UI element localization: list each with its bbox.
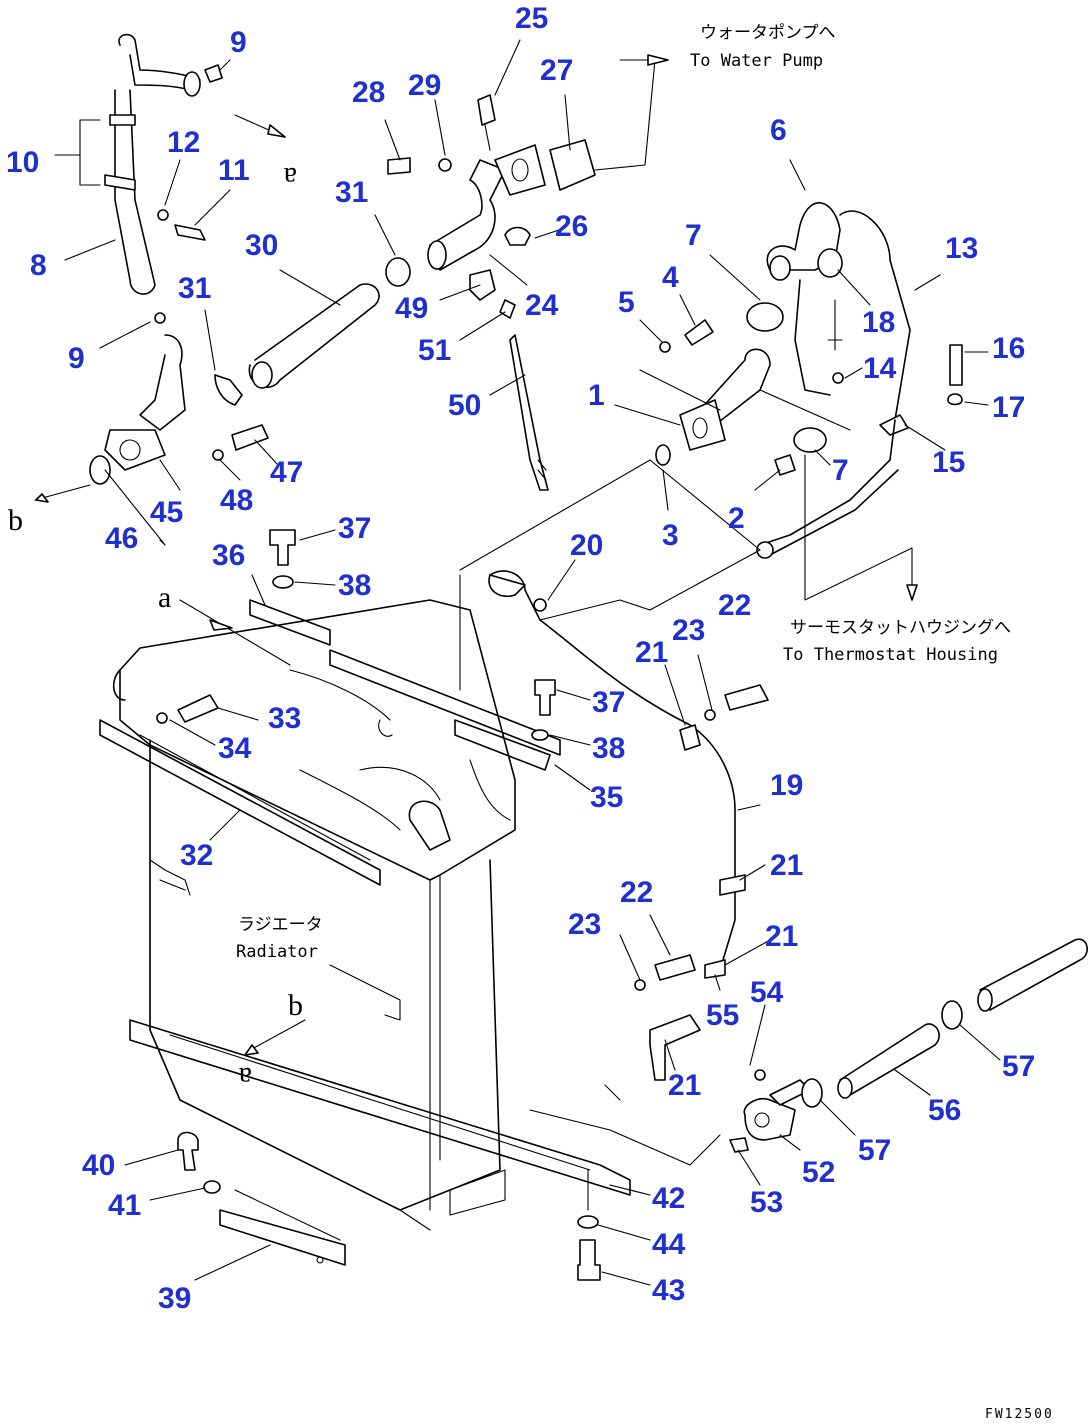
callout-38a: 38 — [338, 569, 371, 602]
callouts: 1 2 3 4 5 6 7 7 8 9 9 10 11 12 13 14 15 … — [6, 2, 1035, 1315]
callout-48: 48 — [220, 484, 253, 517]
callout-54: 54 — [750, 976, 784, 1009]
callout-38b: 38 — [592, 732, 625, 765]
brackets-35-36 — [249, 574, 561, 771]
callout-4: 4 — [662, 261, 679, 294]
callout-9a: 9 — [230, 26, 247, 59]
callout-19: 19 — [770, 769, 803, 802]
callout-9b: 9 — [68, 342, 85, 375]
callout-40: 40 — [82, 1149, 115, 1182]
callout-57a: 57 — [858, 1134, 891, 1167]
callout-33: 33 — [268, 702, 301, 735]
note-thermostat-jp: サーモスタットハウジングへ — [790, 618, 1011, 638]
leader-lines — [34, 39, 1001, 1286]
callout-20: 20 — [570, 529, 603, 562]
callout-51: 51 — [418, 334, 451, 367]
callout-21b: 21 — [770, 849, 803, 882]
callout-29: 29 — [408, 69, 441, 102]
callout-10: 10 — [6, 146, 39, 179]
callout-28: 28 — [352, 76, 385, 109]
note-thermostat-en: To Thermostat Housing — [783, 645, 998, 665]
lower-rail-42 — [129, 1019, 631, 1196]
top-center-assembly — [248, 94, 596, 491]
callout-16: 16 — [992, 332, 1025, 365]
callout-24: 24 — [525, 289, 559, 322]
callout-39: 39 — [158, 1282, 191, 1315]
callout-32: 32 — [180, 839, 213, 872]
callout-37b: 37 — [592, 686, 625, 719]
callout-36: 36 — [212, 539, 245, 572]
callout-3: 3 — [662, 519, 679, 552]
lower-right-assembly — [177, 938, 1088, 1281]
callout-50: 50 — [448, 389, 481, 422]
callout-23b: 23 — [568, 908, 601, 941]
callout-41: 41 — [108, 1189, 141, 1222]
note-water-pump-jp: ウォータポンプへ — [700, 23, 836, 43]
letter-b-mid: b — [288, 989, 303, 1022]
notes: ウォータポンプへ To Water Pump サーモスタットハウジングへ To … — [8, 23, 1054, 1422]
callout-21c: 21 — [765, 920, 798, 953]
callout-42: 42 — [652, 1182, 685, 1215]
callout-8: 8 — [30, 249, 47, 282]
callout-15: 15 — [932, 446, 965, 479]
callout-52: 52 — [802, 1156, 835, 1189]
callout-43: 43 — [652, 1274, 685, 1307]
figure-code: FW12500 — [985, 1407, 1054, 1422]
callout-31b: 31 — [178, 272, 211, 305]
callout-35: 35 — [590, 781, 623, 814]
radiator — [112, 599, 516, 1231]
letter-b-left: b — [8, 504, 23, 537]
callout-45: 45 — [150, 496, 183, 529]
callout-34: 34 — [218, 732, 252, 765]
letter-a-rotated-top: a — [284, 161, 297, 194]
callout-2: 2 — [728, 502, 745, 535]
callout-22b: 22 — [620, 876, 653, 909]
callout-37a: 37 — [338, 512, 371, 545]
callout-12: 12 — [167, 126, 200, 159]
callout-14: 14 — [863, 352, 897, 385]
note-water-pump-en: To Water Pump — [690, 51, 823, 71]
bracket-39 — [219, 1189, 346, 1266]
callout-6: 6 — [770, 114, 787, 147]
right-upper-assembly — [639, 202, 963, 559]
callout-56: 56 — [928, 1094, 961, 1127]
letter-a-top: a — [158, 581, 171, 614]
callout-30: 30 — [245, 229, 278, 262]
callout-21d: 21 — [668, 1069, 701, 1102]
callout-55: 55 — [706, 999, 739, 1032]
callout-25: 25 — [515, 2, 548, 35]
note-radiator-en: Radiator — [236, 942, 318, 962]
callout-11: 11 — [218, 154, 250, 187]
callout-22a: 22 — [718, 589, 751, 622]
callout-7b: 7 — [832, 454, 849, 487]
left-hose-assembly — [89, 33, 269, 485]
pipe-19-assembly — [156, 459, 769, 1081]
upper-rail-32 — [99, 719, 381, 886]
callout-7a: 7 — [685, 219, 702, 252]
callout-18: 18 — [862, 306, 895, 339]
callout-46: 46 — [105, 522, 138, 555]
callout-53: 53 — [750, 1186, 783, 1219]
callout-49: 49 — [395, 292, 428, 325]
callout-27: 27 — [540, 54, 573, 87]
callout-5: 5 — [618, 286, 635, 319]
letter-a-rotated-mid: a — [239, 1061, 252, 1094]
callout-21a: 21 — [635, 636, 668, 669]
callout-44: 44 — [652, 1228, 686, 1261]
callout-23a: 23 — [672, 614, 705, 647]
callout-1: 1 — [588, 379, 605, 412]
callout-31a: 31 — [335, 176, 368, 209]
callout-13: 13 — [945, 232, 978, 265]
note-radiator-jp: ラジエータ — [238, 915, 323, 935]
callout-26: 26 — [555, 210, 588, 243]
callout-17: 17 — [992, 391, 1025, 424]
callout-47: 47 — [270, 456, 303, 489]
callout-57b: 57 — [1002, 1050, 1035, 1083]
